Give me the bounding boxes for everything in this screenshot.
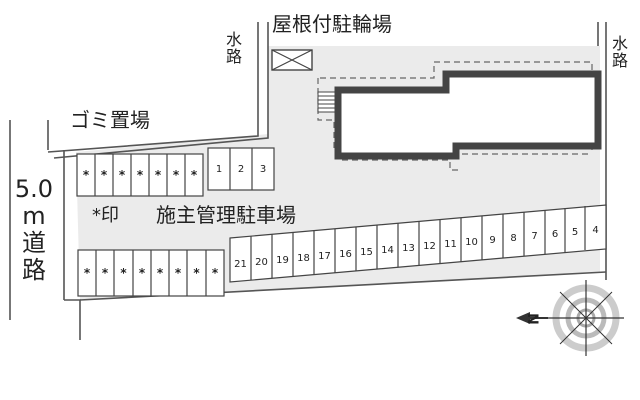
parking-slot-number: 9 [489, 234, 496, 246]
parking-slot-number: 21 [234, 258, 247, 270]
parking-slot-number: 3 [259, 163, 267, 175]
bicycle-shelter-label: 屋根付駐輪場 [272, 12, 392, 36]
waterway-left [47, 22, 269, 159]
parking-slot-number: 4 [592, 224, 599, 236]
parking-slot-number: 10 [465, 236, 478, 248]
waterway-left-char-2: 路 [226, 46, 243, 66]
parking-slot-number: 15 [360, 246, 373, 258]
parking-slot-star: * [172, 168, 180, 182]
waterway-left-label: 水 路 [226, 30, 243, 66]
parking-slot-number: 19 [276, 254, 289, 266]
parking-slot-star: * [154, 168, 162, 182]
parking-slot-number: 12 [423, 240, 436, 252]
waterway-left-char-1: 水 [226, 30, 243, 49]
top-row-numbered-box [207, 147, 275, 191]
waterway-right-char-1: 水 [612, 34, 629, 53]
road-width-label: 5.0 m 道 路 [14, 176, 54, 284]
balcony-outline [317, 61, 593, 171]
parking-slot-star: * [136, 168, 144, 182]
parking-slot-number: 8 [510, 232, 517, 244]
bottom-row-star-slots-box [77, 249, 225, 297]
road-char-1: 道 [22, 228, 46, 257]
parking-slot-number: 16 [339, 248, 352, 260]
parking-slot-star: * [174, 266, 182, 280]
parking-slot-number: 18 [297, 252, 310, 264]
parking-slot-number: 11 [444, 238, 457, 250]
parking-slot-number: 2 [237, 163, 245, 175]
parking-slot-star: * [138, 266, 146, 280]
parking-slot-star: * [100, 168, 108, 182]
parking-slot-star: * [156, 266, 164, 280]
stairs [317, 91, 339, 113]
parking-slot-star: * [193, 266, 200, 280]
parking-slot-number: 1 [215, 163, 223, 175]
bottom-row-numbered-box [229, 204, 607, 283]
parking-slot-star: * [82, 168, 90, 182]
parking-slot-number: 13 [402, 242, 415, 254]
parking-slot-number: 14 [381, 244, 394, 256]
parking-slot-star: * [211, 266, 219, 280]
compass-north-label: N [523, 313, 540, 325]
parking-slot-star: * [120, 266, 127, 280]
building-outline [334, 70, 602, 160]
road-char-2: 路 [22, 255, 46, 284]
compass-rose-icon [516, 280, 624, 356]
parking-slot-number: 17 [318, 250, 331, 262]
parking-slot-star: * [118, 168, 126, 182]
parking-slot-star: * [190, 168, 198, 182]
road-edge [9, 120, 81, 340]
parking-slot-star: * [83, 266, 91, 280]
parking-slot-star: * [101, 266, 109, 280]
parking-slot-number: 7 [531, 230, 538, 242]
garbage-area-label: ゴミ置場 [70, 108, 150, 132]
waterway-right-char-2: 路 [612, 50, 629, 70]
top-row-star-slots-box [76, 153, 204, 197]
road-width-value: 5.0 [14, 175, 54, 203]
parking-slot-number: 6 [551, 228, 559, 240]
parking-slot-number: 5 [571, 226, 579, 238]
owner-parking-label: 施主管理駐車場 [156, 203, 296, 227]
waterway-right-label: 水 路 [612, 34, 629, 70]
legend-mark-label: *印 [92, 205, 119, 226]
parking-slot-number: 20 [255, 256, 268, 268]
road-width-unit: m [22, 201, 46, 230]
